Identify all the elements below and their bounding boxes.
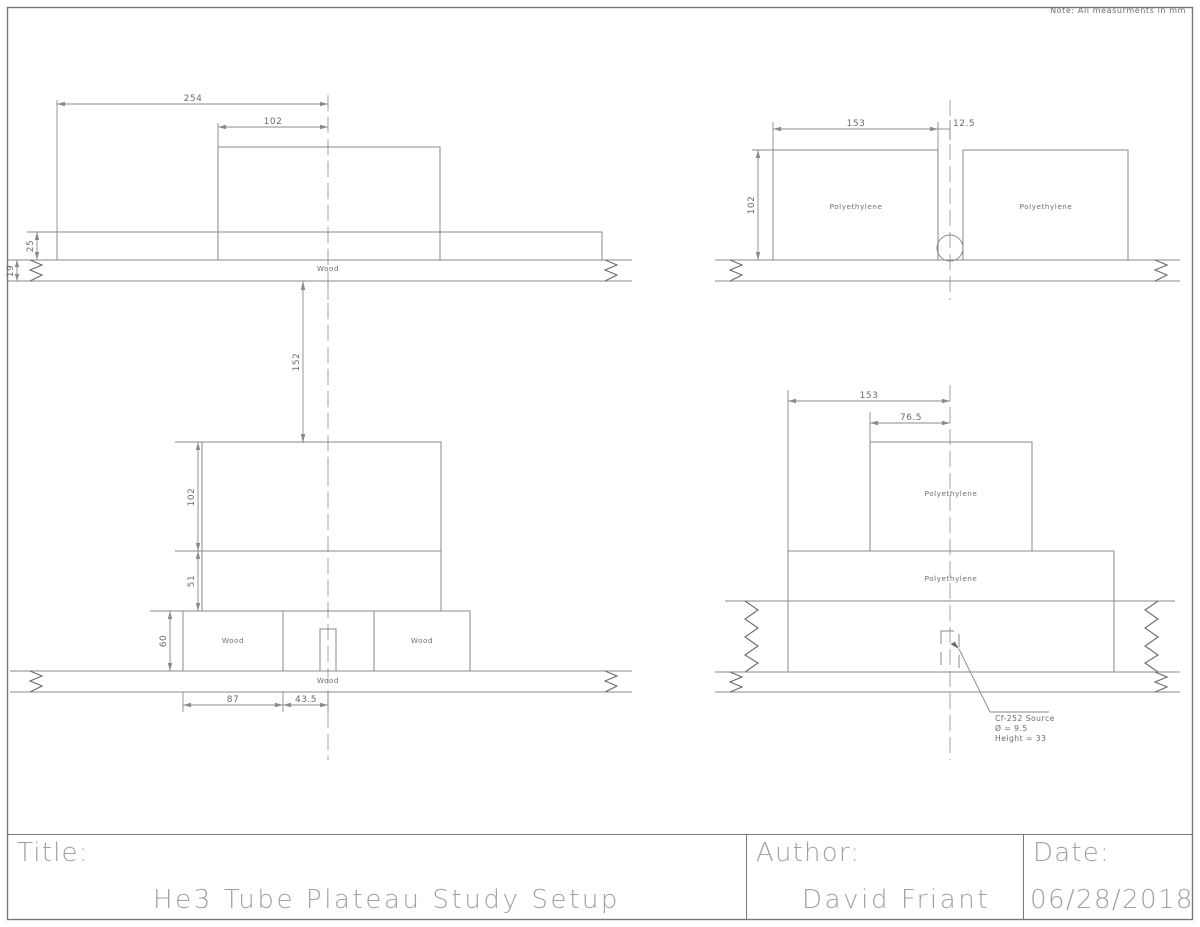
- dimension-102-right: 102: [747, 149, 776, 261]
- title-block-title-cell: Title: He3 Tube Plateau Study Setup: [8, 835, 747, 919]
- dimension-51: 51: [187, 551, 201, 611]
- dimension-153-top: 153: [772, 119, 939, 153]
- break-symbol-table-left: [728, 671, 744, 693]
- break-symbol-right: [603, 670, 619, 693]
- dimension-60-text: 60: [159, 635, 169, 647]
- dimension-153-bottom-text: 153: [860, 391, 879, 401]
- dimension-51-text: 51: [187, 575, 197, 587]
- dimension-152: 152: [292, 281, 329, 470]
- dimension-153-bottom: 153: [787, 390, 950, 554]
- dimension-19-text: 19: [6, 265, 16, 277]
- break-symbol-left: [28, 259, 44, 282]
- date-value: 06/28/2018: [1030, 885, 1192, 915]
- break-symbol-left: [28, 670, 44, 693]
- dimension-254-text: 254: [184, 94, 203, 104]
- material-label-wood: Wood: [317, 264, 339, 273]
- break-symbol-right: [603, 259, 619, 282]
- leader-cf252-line3: Height = 33: [995, 734, 1046, 743]
- dimension-87-text: 87: [227, 695, 239, 705]
- dimension-43-5-text: 43.5: [295, 695, 317, 705]
- he3-tube-cross-section: [936, 234, 964, 262]
- dimension-102-right-text: 102: [747, 196, 757, 215]
- polyethylene-block-upper: [201, 441, 442, 552]
- dimension-25: 25: [26, 231, 60, 260]
- dimension-102-horizontal-text: 102: [264, 117, 283, 127]
- date-label: Date:: [1033, 838, 1110, 868]
- dimension-12-5: 12.5: [938, 119, 975, 140]
- polyethylene-block-lower: [201, 550, 442, 612]
- title-label: Title:: [17, 838, 89, 868]
- lower-plate-outline: [56, 231, 603, 261]
- view-bottom-left: 102 51 60: [10, 441, 632, 760]
- view-top-right: 153 12.5 102 Polyethylene Polyethylene: [715, 100, 1180, 300]
- material-label-polyethylene-left: Polyethylene: [830, 202, 883, 211]
- dimension-43-5: 43.5: [283, 692, 329, 712]
- dimension-254: 254: [56, 94, 328, 237]
- polyethylene-block-outline: [217, 146, 441, 261]
- leader-cf252-line1: Cf-252 Source: [995, 714, 1055, 723]
- dimension-60: 60: [150, 610, 186, 672]
- leader-cf252-line2: Ø = 9.5: [995, 724, 1028, 733]
- dimension-152-text: 152: [292, 353, 302, 372]
- material-label-wood-right: Wood: [411, 636, 433, 645]
- view-bottom-right: 153 76.5 Cf-252 Source Ø = 9.5 Height = …: [715, 385, 1180, 760]
- material-label-polyethylene-upper: Polyethylene: [925, 489, 978, 498]
- dimension-153-top-text: 153: [847, 119, 866, 129]
- measurement-note: Note: All measurments in mm: [1050, 6, 1186, 15]
- break-symbol-left: [728, 259, 744, 282]
- break-symbol-base-left: [743, 600, 760, 673]
- break-symbol-base-right: [1143, 600, 1160, 673]
- material-label-polyethylene-middle: Polyethylene: [925, 574, 978, 583]
- title-block: Title: He3 Tube Plateau Study Setup Auth…: [7, 834, 1193, 920]
- dimension-12-5-text: 12.5: [953, 119, 975, 129]
- break-symbol-right: [1153, 259, 1169, 282]
- sheet-border: [6, 6, 1194, 921]
- leader-cf252-source: Cf-252 Source Ø = 9.5 Height = 33: [950, 641, 1055, 743]
- dimension-102-horizontal: 102: [217, 117, 328, 150]
- material-label-wood-left: Wood: [222, 636, 244, 645]
- title-block-date-cell: Date: 06/28/2018: [1024, 835, 1192, 919]
- dimension-76-5: 76.5: [869, 412, 950, 445]
- author-label: Author:: [756, 838, 861, 868]
- dimension-87: 87: [182, 692, 284, 712]
- author-value: David Friant: [802, 885, 991, 915]
- material-label-polyethylene-right: Polyethylene: [1020, 202, 1073, 211]
- break-symbol-table-right: [1153, 671, 1169, 693]
- title-block-author-cell: Author: David Friant: [747, 835, 1024, 919]
- material-label-wood-table: Wood: [317, 676, 339, 685]
- dimension-25-text: 25: [26, 240, 36, 252]
- dimension-102-vertical: 102: [175, 441, 205, 552]
- title-value: He3 Tube Plateau Study Setup: [153, 885, 621, 915]
- dimension-19: 19: [6, 259, 30, 282]
- dimension-102-vertical-text: 102: [187, 488, 197, 507]
- view-top-left: 254 102 25: [6, 94, 632, 300]
- dimension-76-5-text: 76.5: [900, 413, 922, 423]
